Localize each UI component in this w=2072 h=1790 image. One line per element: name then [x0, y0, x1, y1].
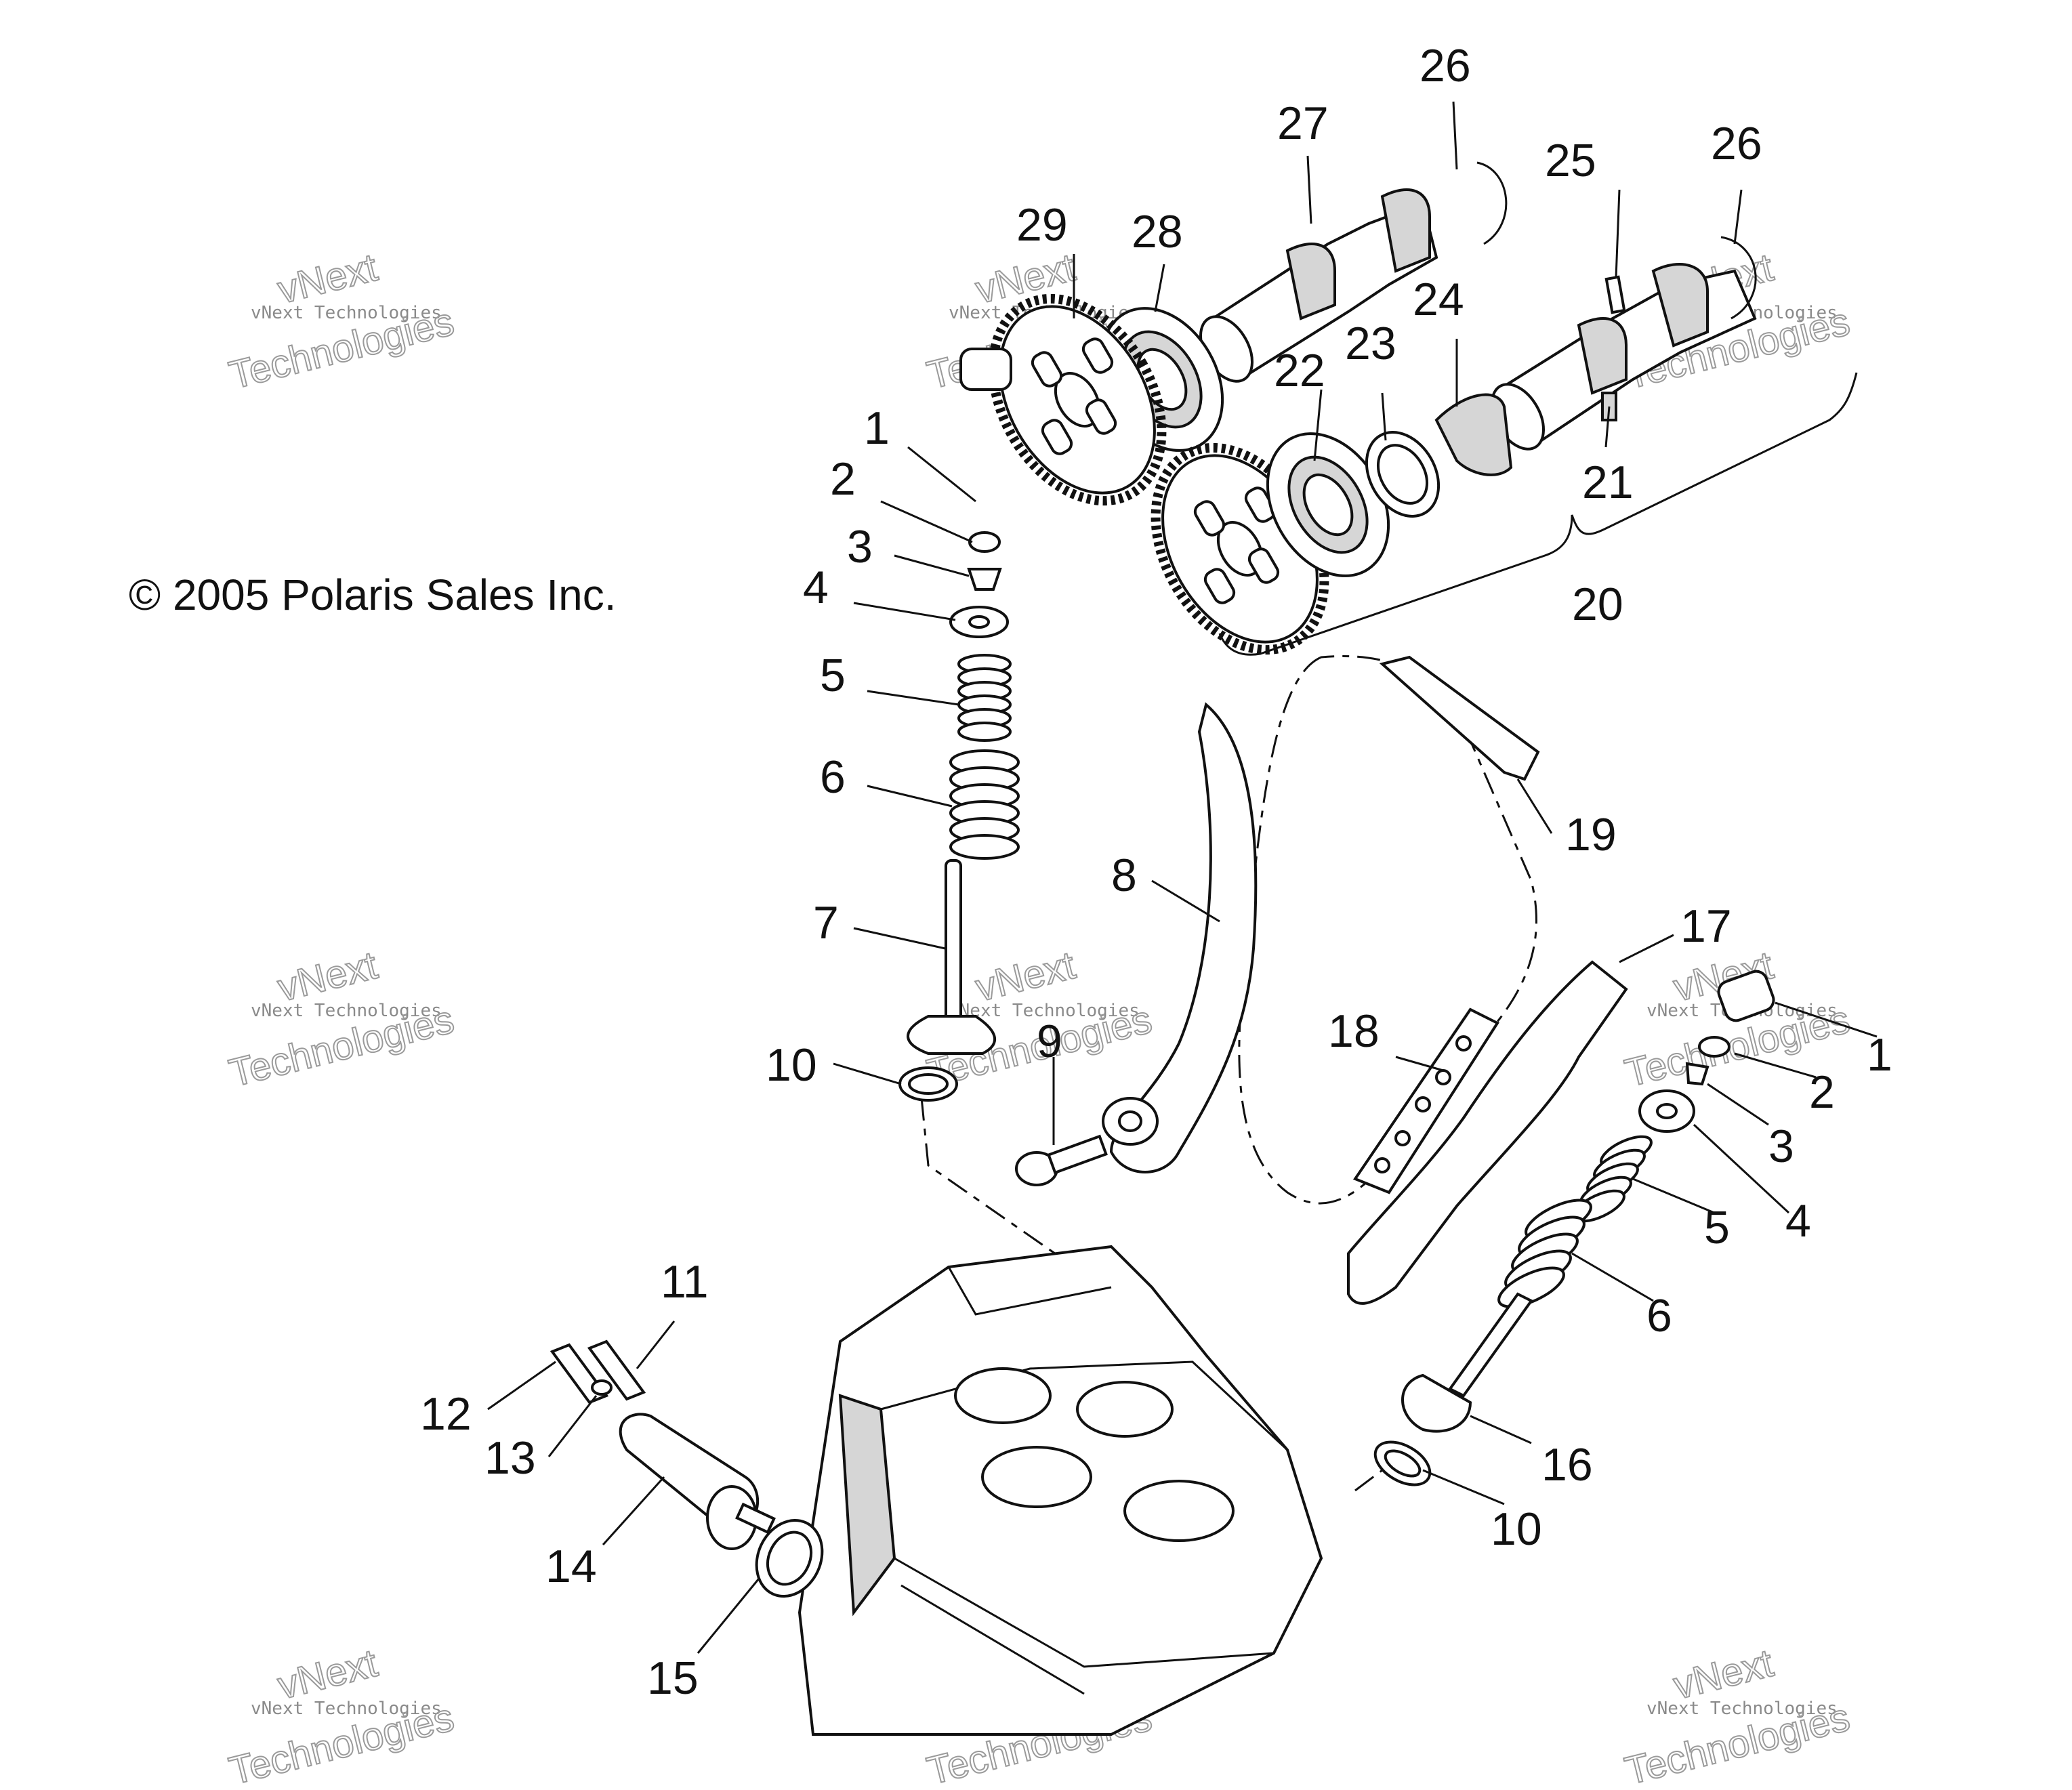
- svg-text:vNext: vNext: [1670, 1641, 1778, 1708]
- callout-20: 20: [1572, 579, 1623, 630]
- pivot-bolt: [1015, 1134, 1108, 1186]
- svg-text:vNext: vNext: [274, 245, 382, 312]
- callout-13: 13: [484, 1432, 536, 1484]
- callout-10-right: 10: [1491, 1503, 1542, 1555]
- leader-lines: [487, 101, 1878, 1654]
- callout-5: 5: [820, 650, 846, 701]
- spacer-ring: [1365, 431, 1441, 518]
- callout-8: 8: [1111, 850, 1137, 901]
- callout-17: 17: [1680, 900, 1732, 952]
- svg-text:vNext Technologies: vNext Technologies: [251, 1699, 442, 1719]
- valve-stack-left: [898, 348, 1020, 1102]
- valve-bucket: [959, 348, 1012, 391]
- copyright-text: © 2005 Polaris Sales Inc.: [129, 570, 617, 619]
- callout-19: 19: [1565, 809, 1617, 860]
- callout-5-right: 5: [1704, 1202, 1730, 1253]
- svg-text:vNext Technologies: vNext Technologies: [949, 1001, 1140, 1021]
- tensioner-assembly: [550, 1339, 824, 1598]
- callout-labels: 1 2 3 4 5 6 7 8 9 10 11 12 13 14 15 16 1…: [420, 40, 1892, 1704]
- callout-21: 21: [1582, 457, 1634, 508]
- callout-22: 22: [1274, 345, 1325, 396]
- svg-text:vNext Technologies: vNext Technologies: [1646, 1699, 1838, 1719]
- callout-26-lower: 26: [1711, 118, 1762, 169]
- watermark: vNext vNext Technologies Technologies: [224, 245, 459, 398]
- camshaft-lower: [1491, 189, 1757, 451]
- assembly-bracket: [1218, 372, 1858, 656]
- callout-29: 29: [1016, 199, 1068, 251]
- callout-28: 28: [1132, 206, 1183, 257]
- svg-text:vNext Technologies: vNext Technologies: [251, 1001, 442, 1021]
- callout-6: 6: [820, 751, 846, 803]
- callout-10: 10: [766, 1039, 817, 1091]
- callout-24: 24: [1413, 274, 1464, 325]
- callout-25: 25: [1545, 135, 1596, 186]
- callout-11: 11: [661, 1256, 709, 1308]
- callout-4-right: 4: [1785, 1195, 1811, 1247]
- callout-14: 14: [545, 1541, 597, 1592]
- svg-text:vNext Technologies: vNext Technologies: [251, 303, 442, 323]
- bearing-upper: [1100, 307, 1224, 452]
- callout-26-upper: 26: [1420, 40, 1471, 91]
- svg-text:vNext: vNext: [274, 1641, 382, 1708]
- callout-2: 2: [830, 453, 856, 505]
- callout-3-right: 3: [1768, 1121, 1794, 1172]
- upper-chain-guide: [1379, 655, 1540, 781]
- svg-text:vNext: vNext: [274, 943, 382, 1010]
- callout-1-right: 1: [1867, 1029, 1892, 1081]
- cam-gear-upper: [988, 293, 1167, 506]
- svg-text:vNext: vNext: [972, 943, 1080, 1010]
- callout-6-right: 6: [1646, 1290, 1672, 1341]
- callout-4: 4: [803, 562, 829, 613]
- callout-18: 18: [1328, 1005, 1380, 1057]
- callout-15: 15: [647, 1652, 699, 1704]
- callout-27: 27: [1277, 98, 1329, 149]
- chain-tensioner-blade: [1347, 960, 1628, 1305]
- callout-12: 12: [420, 1388, 472, 1440]
- retaining-ring-upper: [1476, 161, 1508, 245]
- callout-16: 16: [1541, 1439, 1593, 1491]
- callout-23: 23: [1345, 318, 1396, 369]
- decompression-weight: [1434, 393, 1513, 476]
- chain-guide: [1102, 702, 1258, 1173]
- watermark: vNext vNext Technologies Technologies: [224, 942, 459, 1096]
- callout-1: 1: [864, 402, 890, 454]
- cam-chain: [1352, 1007, 1499, 1194]
- bearing-lower: [1266, 432, 1390, 577]
- watermark: vNext vNext Technologies Technologies: [224, 1640, 459, 1790]
- callout-9: 9: [1037, 1016, 1062, 1067]
- svg-text:vNext: vNext: [972, 245, 1080, 312]
- callout-2-right: 2: [1809, 1066, 1835, 1118]
- watermark: vNext vNext Technologies Technologies: [1620, 1640, 1855, 1790]
- valve-stack-right: [1373, 970, 1775, 1486]
- cylinder-head: [797, 1245, 1323, 1736]
- callout-3: 3: [847, 521, 873, 573]
- callout-7: 7: [813, 897, 839, 949]
